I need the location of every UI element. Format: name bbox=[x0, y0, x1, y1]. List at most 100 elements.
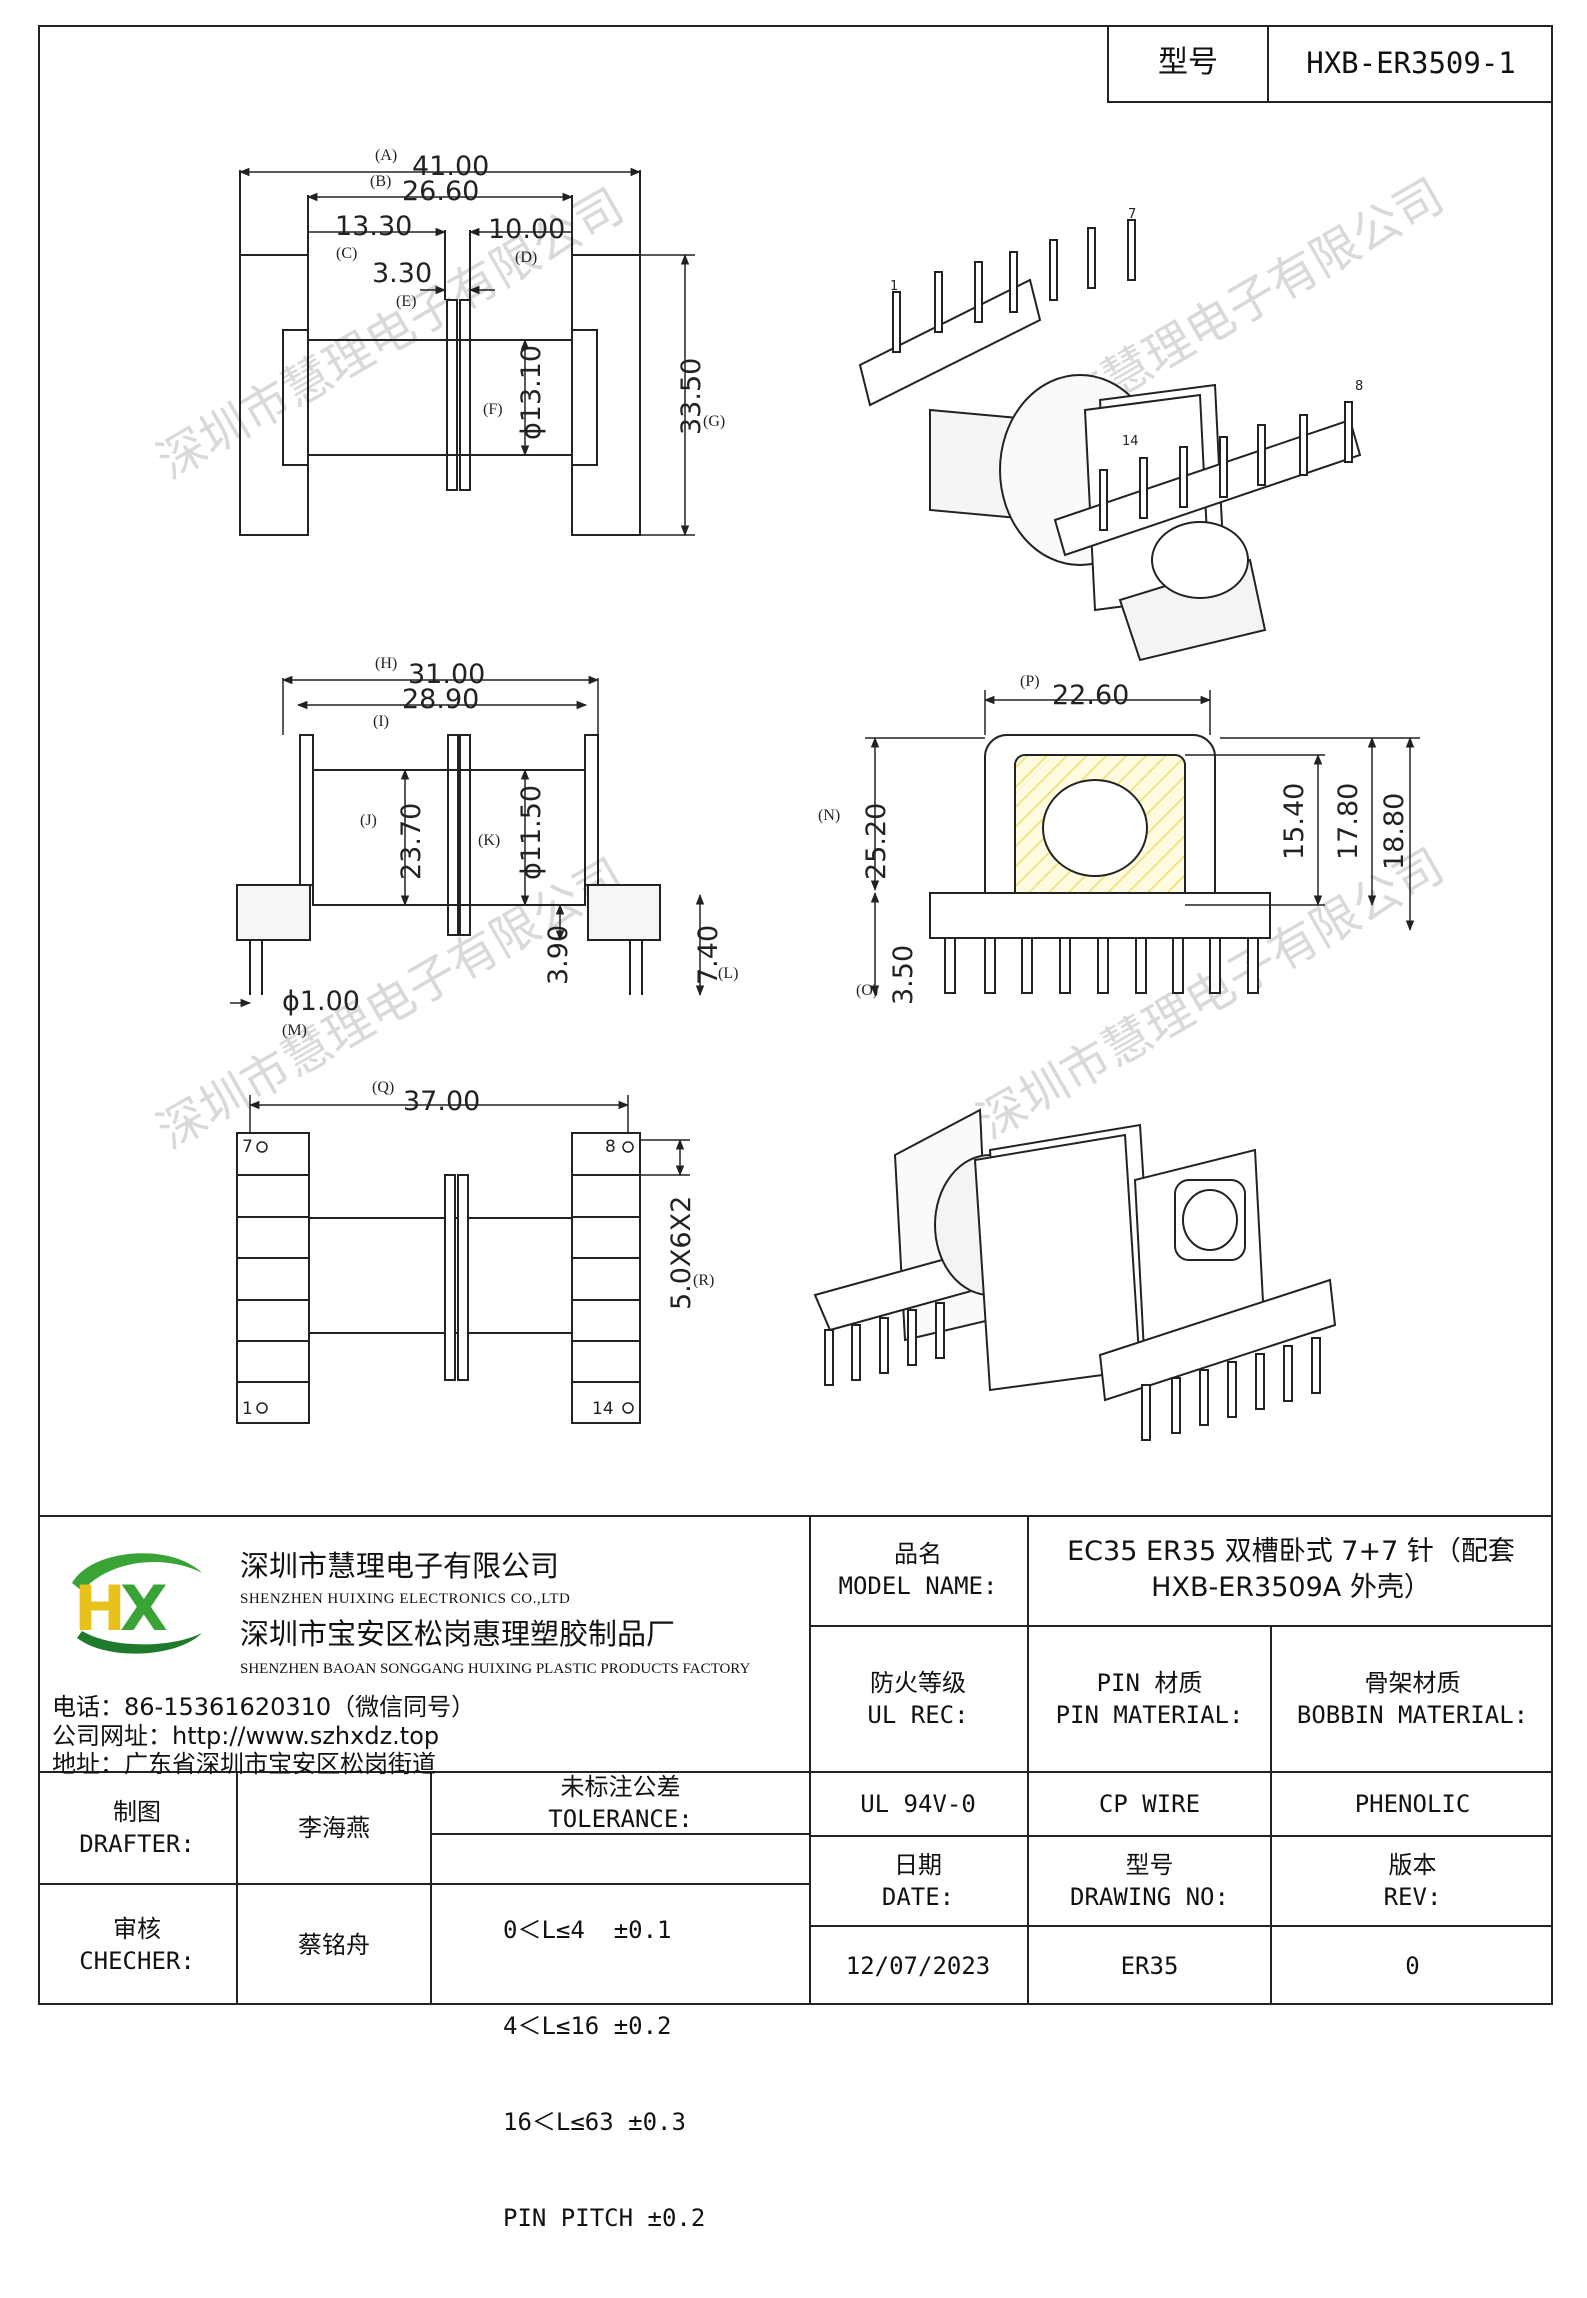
pin-material-label-en: PIN MATERIAL: bbox=[1055, 1701, 1244, 1729]
pin-material-value: CP WIRE bbox=[1098, 1790, 1201, 1818]
pin-label-8: 8 bbox=[1355, 379, 1363, 394]
technical-drawing: 深圳市慧理电子有限公司 深圳市慧理电子有限公司 深圳市慧理电子有限公司 深圳市慧… bbox=[148, 147, 1453, 1441]
model-name-value-line2: HXB-ER3509A 外壳） bbox=[1151, 1572, 1431, 1603]
dim-n: 25.20 bbox=[861, 803, 892, 880]
front-view bbox=[239, 170, 641, 536]
checker-name: 蔡铭舟 bbox=[298, 1931, 370, 1959]
bottom-view-dims bbox=[248, 1095, 690, 1177]
side-view bbox=[236, 734, 661, 995]
dim-g: 33.50 bbox=[676, 358, 707, 435]
isometric-view-top bbox=[858, 219, 1362, 662]
dim-letter-j: (J) bbox=[360, 812, 377, 829]
isometric-view-bottom bbox=[813, 1108, 1337, 1441]
company-phone: 电话：86-15361620310（微信同号） bbox=[52, 1693, 476, 1721]
model-name-value-line1: EC35 ER35 双槽卧式 7+7 针（配套 bbox=[1067, 1536, 1515, 1567]
logo-letter-h: H bbox=[74, 1572, 126, 1645]
dim-letter-a: (A) bbox=[375, 147, 397, 164]
drawing-no-label-cell: 型号 DRAWING NO: bbox=[1029, 1837, 1270, 1925]
tolerance-range-3: 16＜L≤63 ±0.3 bbox=[503, 2108, 686, 2136]
bottom-view bbox=[236, 1132, 641, 1424]
ul-rec-label-cn: 防火等级 bbox=[870, 1669, 966, 1697]
front-view-dims bbox=[238, 167, 695, 537]
drafter-name: 李海燕 bbox=[298, 1814, 370, 1842]
checker-label-cell: 审核 CHECHER: bbox=[38, 1885, 236, 2005]
tolerance-label-cell: 未标注公差 TOLERANCE: bbox=[432, 1773, 809, 1833]
dim-l2: 3.90 bbox=[543, 925, 574, 985]
end-view bbox=[929, 734, 1271, 994]
pin-label-8-bottom: 8 bbox=[605, 1137, 616, 1157]
drawing-no-label-en: DRAWING NO: bbox=[1070, 1883, 1229, 1911]
pin-label-1: 1 bbox=[890, 279, 898, 294]
company-logo: H X bbox=[72, 1553, 202, 1654]
ul-rec-value: UL 94V-0 bbox=[860, 1790, 976, 1818]
dim-k: ϕ11.50 bbox=[516, 785, 547, 880]
dim-letter-o: (O) bbox=[856, 982, 878, 999]
pin-label-7: 7 bbox=[1128, 207, 1136, 222]
dim-letter-c: (C) bbox=[336, 245, 357, 262]
dim-p: 22.60 bbox=[1052, 680, 1129, 711]
dim-d: 10.00 bbox=[488, 214, 565, 245]
tolerance-label-en: TOLERANCE: bbox=[548, 1805, 693, 1833]
bobbin-material-label-en: BOBBIN MATERIAL: bbox=[1296, 1701, 1529, 1729]
factory-name-en: SHENZHEN BAOAN SONGGANG HUIXING PLASTIC … bbox=[240, 1661, 751, 1677]
dim-letter-l: (L) bbox=[718, 965, 738, 982]
tolerance-range-1: 0＜L≤4 ±0.1 bbox=[503, 1916, 672, 1944]
dim-q: 37.00 bbox=[403, 1086, 480, 1117]
dim-letter-h: (H) bbox=[375, 655, 397, 672]
logo-arc-bottom bbox=[77, 1631, 202, 1654]
drawing-no-label-cn: 型号 bbox=[1125, 1851, 1174, 1879]
dim-r: 5.0X6X2 bbox=[666, 1196, 697, 1310]
date-label-cell: 日期 DATE: bbox=[809, 1837, 1027, 1925]
dim-letter-m: (M) bbox=[282, 1022, 307, 1039]
dim-j: 23.70 bbox=[396, 803, 427, 880]
company-name-en: SHENZHEN HUIXING ELECTRONICS CO.,LTD bbox=[240, 1591, 571, 1607]
title-block: H X 深圳市慧理电子有限公司 SHENZHEN HUIXING ELECTRO… bbox=[38, 1515, 1553, 2232]
pin-label-14: 14 bbox=[1122, 434, 1139, 449]
model-name-label-en: MODEL NAME: bbox=[838, 1572, 998, 1600]
model-header-box: 型号 HXB-ER3509-1 bbox=[1107, 25, 1553, 103]
pin-label-1-bottom: 1 bbox=[242, 1399, 253, 1419]
logo-arc-top bbox=[72, 1553, 202, 1591]
dim-i: 28.90 bbox=[402, 684, 479, 715]
company-address: 地址：广东省深圳市宝安区松岗街道 bbox=[52, 1750, 436, 1778]
drafter-label-en: DRAFTER: bbox=[79, 1830, 195, 1858]
dim-letter-q: (Q) bbox=[372, 1079, 394, 1096]
company-name-cn: 深圳市慧理电子有限公司 bbox=[240, 1549, 560, 1583]
checker-label-cn: 审核 bbox=[113, 1915, 161, 1943]
dim-m: ϕ1.00 bbox=[282, 986, 360, 1017]
model-name-value-cell: EC35 ER35 双槽卧式 7+7 针（配套 HXB-ER3509A 外壳） bbox=[1029, 1515, 1553, 1625]
dim-letter-i: (I) bbox=[373, 713, 389, 730]
dim-p4: 18.80 bbox=[1379, 793, 1410, 870]
dim-letter-b: (B) bbox=[370, 173, 391, 190]
pin-label-14-bottom: 14 bbox=[592, 1399, 614, 1419]
dim-letter-k: (K) bbox=[478, 832, 500, 849]
tolerance-label-cn: 未标注公差 bbox=[560, 1773, 681, 1801]
tolerance-range-2: 4＜L≤16 ±0.2 bbox=[503, 2012, 672, 2040]
model-name-label-cn: 品名 bbox=[894, 1540, 942, 1568]
dim-letter-e: (E) bbox=[396, 293, 416, 310]
drafter-label-cell: 制图 DRAFTER: bbox=[38, 1773, 236, 1883]
drawing-sheet bbox=[38, 25, 1553, 2005]
tolerance-pin-pitch: PIN PITCH ±0.2 bbox=[503, 2204, 706, 2232]
logo-letter-x: X bbox=[120, 1572, 168, 1645]
pin-material-label-cell: PIN 材质 PIN MATERIAL: bbox=[1029, 1627, 1270, 1771]
dim-letter-p: (P) bbox=[1020, 673, 1040, 690]
bobbin-material-label-cn: 骨架材质 bbox=[1364, 1669, 1461, 1697]
watermark-text: 深圳市慧理电子有限公司 bbox=[148, 848, 633, 1161]
company-website[interactable]: 公司网址：http://www.szhxdz.top bbox=[52, 1722, 440, 1750]
dim-p2: 15.40 bbox=[1279, 783, 1310, 860]
checker-label-en: CHECHER: bbox=[79, 1947, 195, 1975]
tolerance-table: 0＜L≤4 ±0.1 4＜L≤16 ±0.2 16＜L≤63 ±0.3 PIN … bbox=[503, 1850, 705, 2298]
side-view-dims bbox=[230, 675, 705, 1008]
dim-c: 13.30 bbox=[335, 211, 412, 242]
revision-label-cell: 版本 REV: bbox=[1272, 1837, 1553, 1925]
model-header-value: HXB-ER3509-1 bbox=[1306, 46, 1516, 80]
dim-a: 41.00 bbox=[412, 151, 489, 182]
date-label-en: DATE: bbox=[881, 1883, 955, 1911]
dim-o: 3.50 bbox=[888, 945, 919, 1005]
date-label-cn: 日期 bbox=[894, 1851, 942, 1879]
dim-letter-f: (F) bbox=[483, 401, 503, 418]
dim-h: 31.00 bbox=[408, 659, 485, 690]
revision-value: 0 bbox=[1405, 1952, 1420, 1980]
dim-letter-g: (G) bbox=[703, 413, 725, 430]
